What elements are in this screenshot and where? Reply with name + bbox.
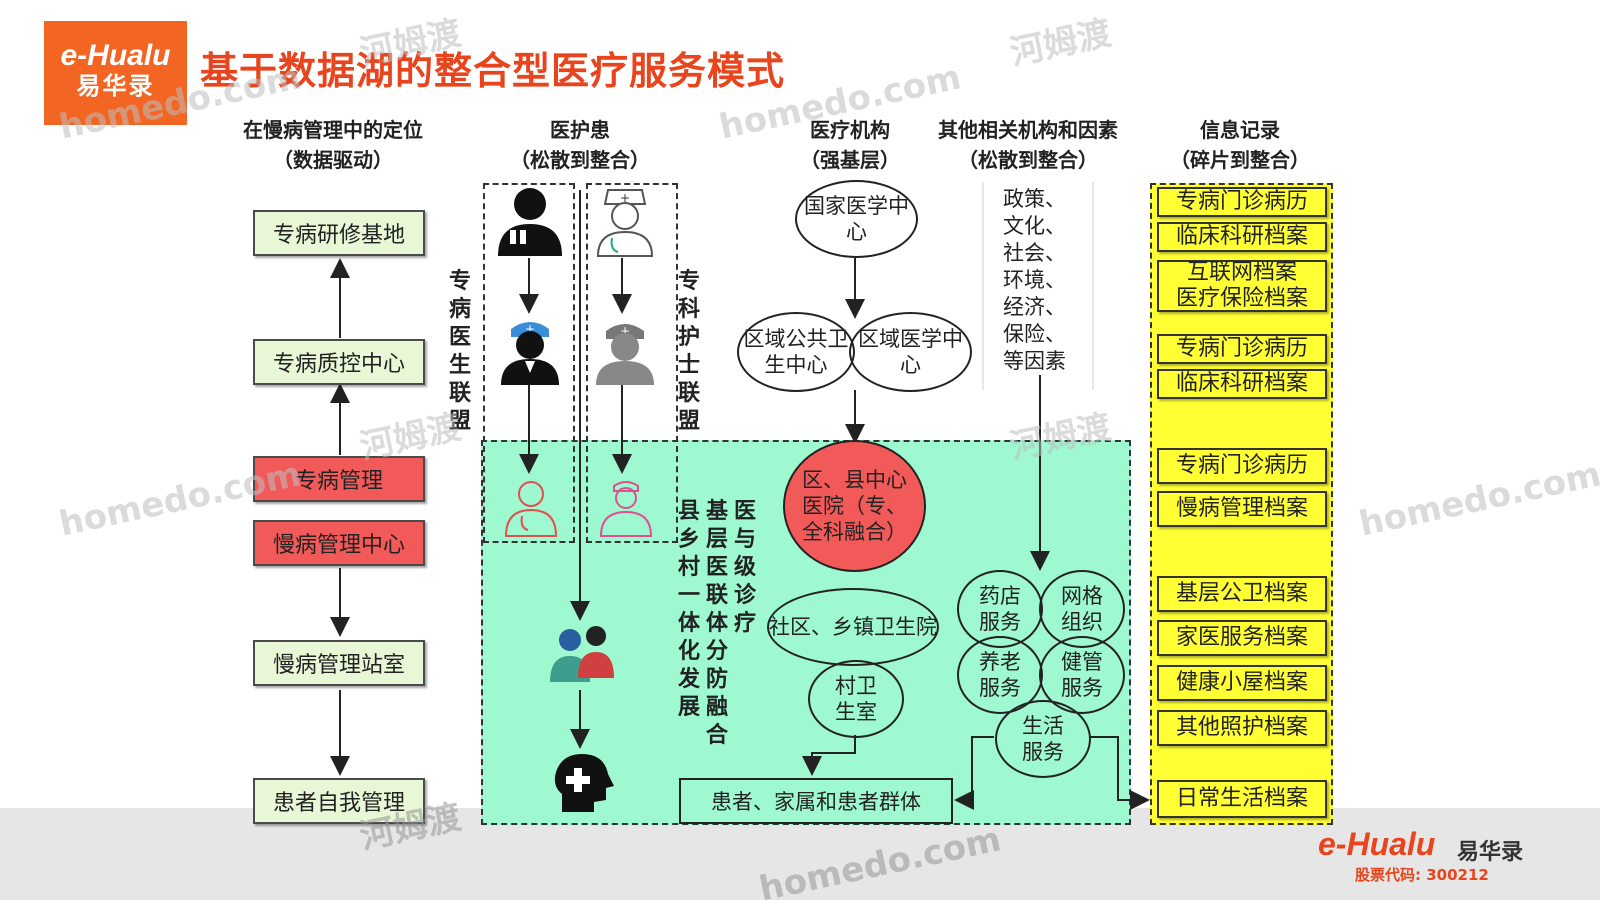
- record-internet-insurance: 互联网档案 医疗保险档案: [1157, 260, 1327, 312]
- header-institutions-line1: 医疗机构: [810, 118, 890, 142]
- header-others: 其他相关机构和因素 （松散到整合）: [918, 115, 1138, 175]
- doctor-alliance-label: 专病医生联盟: [448, 269, 471, 434]
- patient-group-box: 患者、家属和患者群体: [679, 778, 953, 824]
- care-team-icon: [550, 626, 614, 682]
- doctor-icon: +: [501, 322, 559, 385]
- svg-text:+: +: [620, 324, 630, 338]
- record-insurance: 医疗保险档案: [1175, 286, 1308, 311]
- footer-cn: 易华录: [1457, 840, 1524, 865]
- header-positioning-line2: （数据驱动）: [273, 148, 393, 172]
- patient-head-icon: [554, 754, 614, 812]
- svg-text:+: +: [620, 191, 630, 205]
- record-specialty-outpatient-1: 专病门诊病历: [1157, 187, 1327, 217]
- logo-brand: e-Hualu: [60, 39, 171, 72]
- header-others-line2: （松散到整合）: [958, 148, 1098, 172]
- specialist-nurse-icon: +: [596, 189, 654, 257]
- box-chronic-center: 慢病管理中心: [253, 520, 425, 566]
- hualu-logo: e-Hualu 易华录: [44, 21, 187, 125]
- factor-culture: 文化、: [1003, 214, 1066, 238]
- header-positioning: 在慢病管理中的定位 （数据驱动）: [222, 115, 444, 175]
- pharmacy-service: 药店服务: [957, 570, 1043, 648]
- record-specialty-outpatient-2: 专病门诊病历: [1157, 334, 1327, 364]
- stock-code: 股票代码: 300212: [1355, 866, 1489, 884]
- specialist-doctor-icon: [498, 188, 562, 256]
- county-hospital: 区、县中心医院（专、全科融合）: [783, 440, 926, 572]
- logo-cn: 易华录: [76, 72, 155, 100]
- record-other-care: 其他照护档案: [1157, 710, 1327, 746]
- regional-public-health-center: 区域公共卫生中心: [737, 312, 855, 392]
- record-family-doctor: 家医服务档案: [1157, 620, 1327, 656]
- regional-medical-center: 区域医学中心: [849, 312, 972, 392]
- box-quality-center: 专病质控中心: [253, 339, 425, 385]
- header-doctors-line1: 医护患: [550, 118, 610, 142]
- factor-economy: 经济、: [1003, 295, 1066, 319]
- factors-list: 政策、 文化、 社会、 环境、 经济、 保险、 等因素: [1003, 186, 1093, 375]
- header-records: 信息记录 （碎片到整合）: [1150, 115, 1330, 175]
- box-research-base: 专病研修基地: [253, 210, 425, 256]
- header-institutions: 医疗机构 （强基层）: [770, 115, 930, 175]
- arrow-life-to-records: [1090, 736, 1150, 810]
- integration-text-1: 县乡村一体化发展: [677, 499, 700, 720]
- box-self-mgmt: 患者自我管理: [253, 778, 425, 824]
- integration-text-2: 基层医联体分防融合: [705, 499, 728, 748]
- record-specialty-outpatient-3: 专病门诊病历: [1157, 448, 1327, 484]
- record-health-cabin: 健康小屋档案: [1157, 665, 1327, 701]
- national-medical-center: 国家医学中心: [795, 180, 918, 258]
- community-doctor-icon: [504, 481, 558, 537]
- page-title: 基于数据湖的整合型医疗服务模式: [200, 49, 786, 93]
- record-primary-public-health: 基层公卫档案: [1157, 576, 1327, 612]
- life-service: 生活服务: [995, 700, 1091, 778]
- header-others-line1: 其他相关机构和因素: [938, 118, 1118, 142]
- header-records-line1: 信息记录: [1200, 118, 1280, 142]
- record-clinical-research-2: 临床科研档案: [1157, 369, 1327, 399]
- header-doctors-line2: （松散到整合）: [510, 148, 650, 172]
- factor-environment: 环境、: [1003, 268, 1066, 292]
- doctor-column: [483, 183, 575, 543]
- record-chronic-mgmt: 慢病管理档案: [1157, 491, 1327, 527]
- community-health-center: 社区、乡镇卫生院: [767, 588, 939, 666]
- header-doctors: 医护患 （松散到整合）: [480, 115, 680, 175]
- header-records-line2: （碎片到整合）: [1170, 148, 1310, 172]
- factor-policy: 政策、: [1003, 187, 1066, 211]
- factor-society: 社会、: [1003, 241, 1066, 265]
- nurse-icon: +: [596, 324, 654, 385]
- arrow-life-to-patient: [954, 736, 994, 810]
- header-positioning-line1: 在慢病管理中的定位: [243, 118, 423, 142]
- nurse-column: [586, 183, 678, 543]
- svg-text:+: +: [525, 322, 535, 336]
- box-disease-mgmt: 专病管理: [253, 456, 425, 502]
- health-management-service: 健管服务: [1039, 636, 1125, 714]
- factor-insurance: 保险、: [1003, 322, 1066, 346]
- footer-brand: e-Hualu: [1318, 826, 1436, 862]
- record-daily-life: 日常生活档案: [1157, 780, 1327, 818]
- community-nurse-icon: [599, 481, 653, 537]
- record-internet: 互联网档案: [1186, 260, 1297, 285]
- elderly-care-service: 养老服务: [957, 636, 1043, 714]
- arrow-village-to-patient: [802, 735, 856, 776]
- integration-text-3: 医与级诊疗: [733, 499, 756, 636]
- village-clinic: 村卫生室: [808, 660, 904, 738]
- header-institutions-line2: （强基层）: [800, 148, 900, 172]
- nurse-alliance-label: 专科护士联盟: [677, 269, 700, 434]
- record-clinical-research-1: 临床科研档案: [1157, 222, 1327, 252]
- factor-others: 等因素: [1003, 349, 1066, 373]
- box-chronic-station: 慢病管理站室: [253, 640, 425, 686]
